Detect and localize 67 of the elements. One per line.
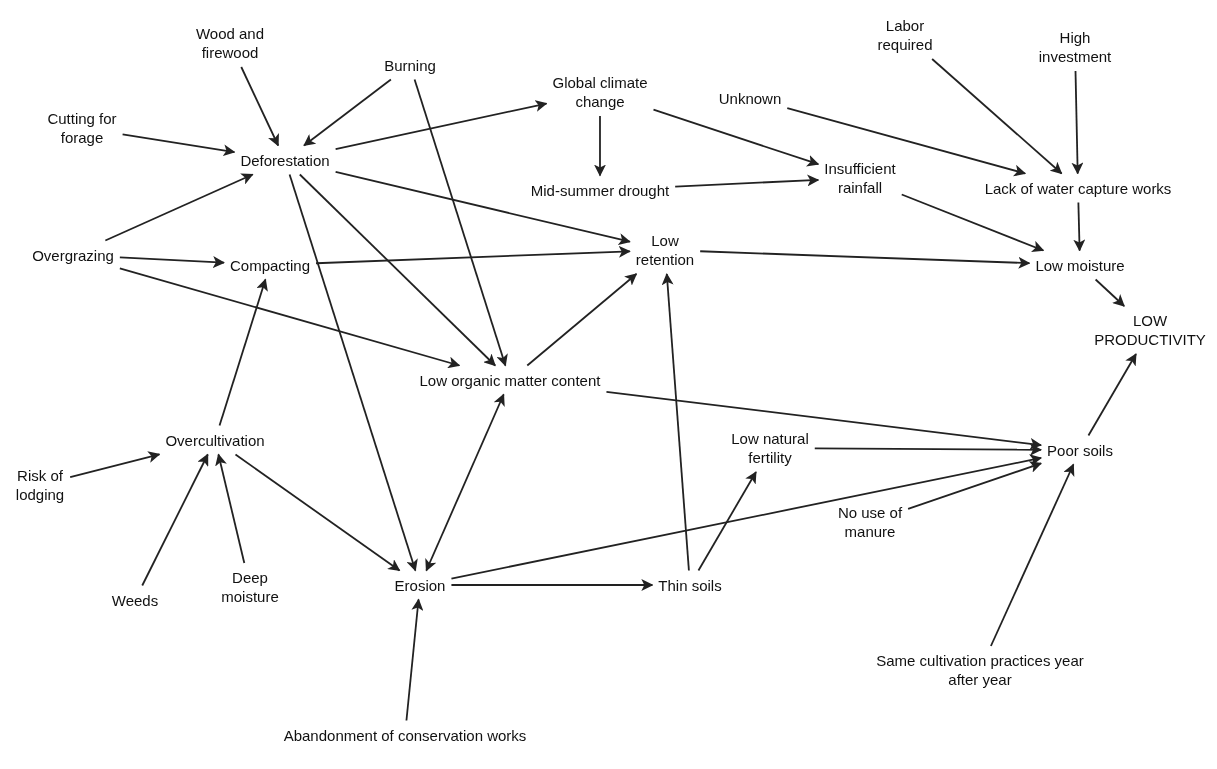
arrow	[218, 278, 268, 427]
cause-label: Burning	[370, 55, 450, 75]
arrow	[69, 451, 161, 479]
arrow	[900, 193, 1045, 253]
cause-label: Deep moisture	[210, 568, 290, 606]
arrow	[1073, 201, 1086, 252]
arrow	[334, 171, 631, 245]
cause-label: High investment	[1030, 28, 1120, 66]
cause-label: Low retention	[620, 231, 710, 269]
arrow	[288, 173, 418, 572]
arrow	[652, 108, 820, 167]
cause-label: Global climate change	[535, 73, 665, 111]
cause-label: No use of manure	[830, 503, 910, 541]
arrow	[1094, 278, 1126, 307]
cause-label: Labor required	[870, 16, 940, 54]
arrow	[450, 454, 1043, 580]
arrow	[907, 461, 1042, 510]
arrow	[450, 579, 654, 591]
arrow	[425, 393, 505, 572]
arrow	[697, 471, 757, 572]
cause-label: Overcultivation	[150, 430, 280, 450]
cause-label: Wood and firewood	[180, 24, 280, 62]
arrow	[699, 250, 1031, 269]
arrow	[141, 453, 209, 587]
cause-label: Poor soils	[1035, 440, 1125, 460]
arrow	[526, 273, 638, 367]
arrow	[413, 78, 508, 367]
arrow	[118, 267, 461, 369]
cause-label: Insufficient rainfall	[810, 159, 910, 197]
cause-label: Mid-summer drought	[515, 180, 685, 200]
arrow	[405, 598, 424, 722]
arrow	[813, 443, 1043, 456]
arrow	[315, 245, 631, 265]
cause-label: Lack of water capture works	[978, 178, 1178, 198]
arrow	[990, 463, 1075, 647]
arrow	[104, 173, 254, 242]
arrow	[605, 390, 1043, 450]
arrow	[118, 256, 225, 269]
arrow	[240, 66, 280, 147]
arrow	[334, 100, 548, 150]
arrow	[234, 453, 401, 572]
cause-label: Low natural fertility	[710, 429, 830, 467]
cause-label: Same cultivation practices year after year	[860, 651, 1100, 689]
arrow	[594, 115, 606, 177]
cause-label: Deforestation	[225, 150, 345, 170]
cause-label: Weeds	[100, 590, 170, 610]
arrow	[661, 273, 690, 572]
cause-label: Overgrazing	[18, 245, 128, 265]
cause-label: Risk of lodging	[5, 466, 75, 504]
arrow	[931, 58, 1063, 175]
arrow	[121, 133, 236, 157]
arrow	[298, 173, 497, 367]
arrow	[786, 107, 1027, 177]
outcome-label: LOW PRODUCTIVITY	[1085, 311, 1215, 349]
arrow	[1087, 353, 1137, 437]
arrow	[215, 453, 246, 564]
cause-label: Low organic matter content	[415, 370, 605, 390]
cause-label: Unknown	[710, 88, 790, 108]
cause-label: Thin soils	[645, 575, 735, 595]
cause-label: Low moisture	[1020, 255, 1140, 275]
arrow	[674, 174, 820, 188]
arrow	[1071, 70, 1084, 175]
arrow	[303, 78, 392, 147]
cause-label: Cutting for forage	[47, 109, 117, 147]
cause-label: Erosion	[380, 575, 460, 595]
cause-label: Compacting	[215, 255, 325, 275]
cause-label: Abandonment of conservation works	[260, 725, 550, 745]
